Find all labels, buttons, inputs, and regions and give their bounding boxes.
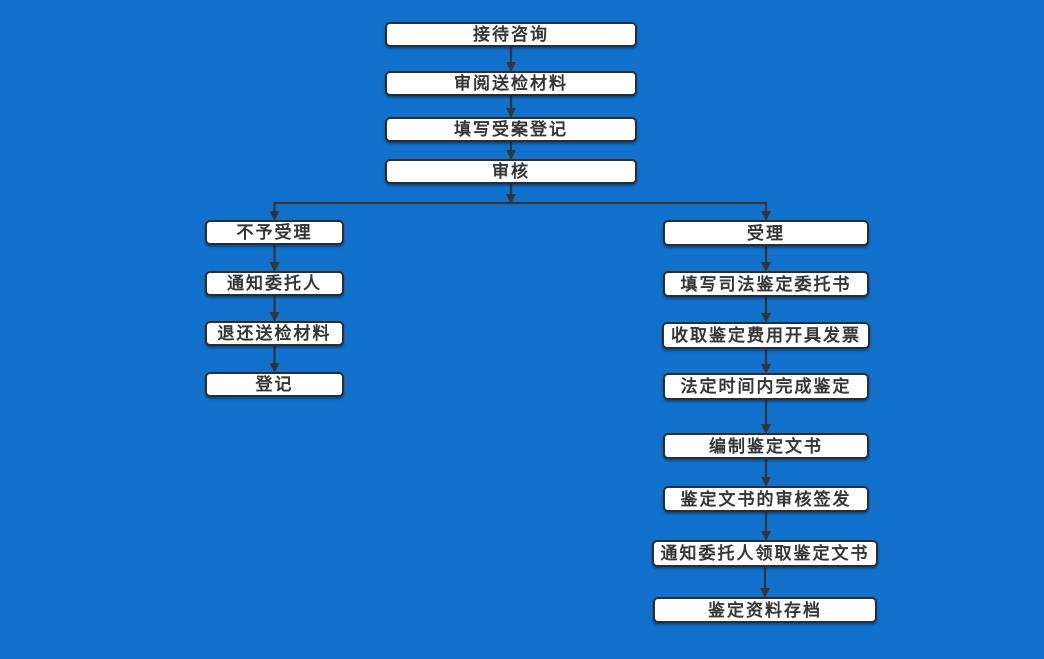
flow-arrowhead xyxy=(760,588,770,598)
flow-arrowhead xyxy=(269,211,280,221)
flow-node-label-case-registration: 填写受案登记 xyxy=(454,120,568,139)
flow-node-case-registration: 填写受案登记 xyxy=(385,117,637,142)
flow-arrowhead xyxy=(761,477,771,487)
flow-node-label-reception-consult: 接待咨询 xyxy=(473,25,549,44)
flow-arrowhead xyxy=(506,108,516,118)
flow-node-review-materials: 审阅送检材料 xyxy=(385,71,637,96)
flow-node-review-sign-document: 鉴定文书的审核签发 xyxy=(663,486,869,512)
flow-arrowhead xyxy=(761,262,771,272)
flow-node-notify-client: 通知委托人 xyxy=(205,271,344,296)
flow-node-label-complete-within-time: 法定时间内完成鉴定 xyxy=(680,377,852,396)
flow-node-label-return-materials: 退还送检材料 xyxy=(217,324,332,343)
flow-node-fill-commission-letter: 填写司法鉴定委托书 xyxy=(663,271,869,297)
flow-node-label-not-accepted: 不予受理 xyxy=(236,223,313,242)
flow-node-compile-document: 编制鉴定文书 xyxy=(663,433,869,459)
flow-node-collect-fee-invoice: 收取鉴定费用开具发票 xyxy=(662,322,870,349)
flow-node-label-accepted: 受理 xyxy=(747,223,785,243)
flow-node-label-review: 审核 xyxy=(492,162,530,181)
flow-node-complete-within-time: 法定时间内完成鉴定 xyxy=(663,373,869,400)
flow-node-return-materials: 退还送检材料 xyxy=(205,321,344,346)
flow-node-reception-consult: 接待咨询 xyxy=(385,22,637,47)
flow-node-label-notify-collect-document: 通知委托人领取鉴定文书 xyxy=(660,544,870,563)
flow-arrowhead xyxy=(761,211,771,221)
flow-node-label-fill-commission-letter: 填写司法鉴定委托书 xyxy=(680,274,852,294)
flow-node-accepted: 受理 xyxy=(663,220,869,246)
flow-node-label-review-sign-document: 鉴定文书的审核签发 xyxy=(680,489,852,509)
flow-node-label-archive-materials: 鉴定资料存档 xyxy=(708,600,822,620)
flow-arrowhead xyxy=(761,424,771,434)
flow-arrowhead xyxy=(761,531,771,541)
flow-node-not-accepted: 不予受理 xyxy=(205,220,344,245)
flow-node-notify-collect-document: 通知委托人领取鉴定文书 xyxy=(652,540,878,567)
flow-arrowhead xyxy=(506,194,516,204)
flow-arrowhead xyxy=(761,313,771,323)
flow-node-label-review-materials: 审阅送检材料 xyxy=(454,74,568,93)
flow-arrowhead xyxy=(506,150,516,160)
flow-node-review: 审核 xyxy=(385,159,637,184)
flow-node-archive-materials: 鉴定资料存档 xyxy=(653,597,877,623)
flow-node-label-register: 登记 xyxy=(255,375,294,394)
flow-arrowhead xyxy=(269,363,280,373)
flow-arrowhead xyxy=(269,312,280,322)
flow-node-label-compile-document: 编制鉴定文书 xyxy=(709,436,823,456)
flow-node-label-collect-fee-invoice: 收取鉴定费用开具发票 xyxy=(671,326,861,345)
flow-node-register: 登记 xyxy=(205,372,344,397)
flow-arrowhead xyxy=(506,62,516,72)
flow-arrowhead xyxy=(269,262,280,272)
flow-node-label-notify-client: 通知委托人 xyxy=(227,274,322,293)
flow-arrowhead xyxy=(761,364,771,374)
